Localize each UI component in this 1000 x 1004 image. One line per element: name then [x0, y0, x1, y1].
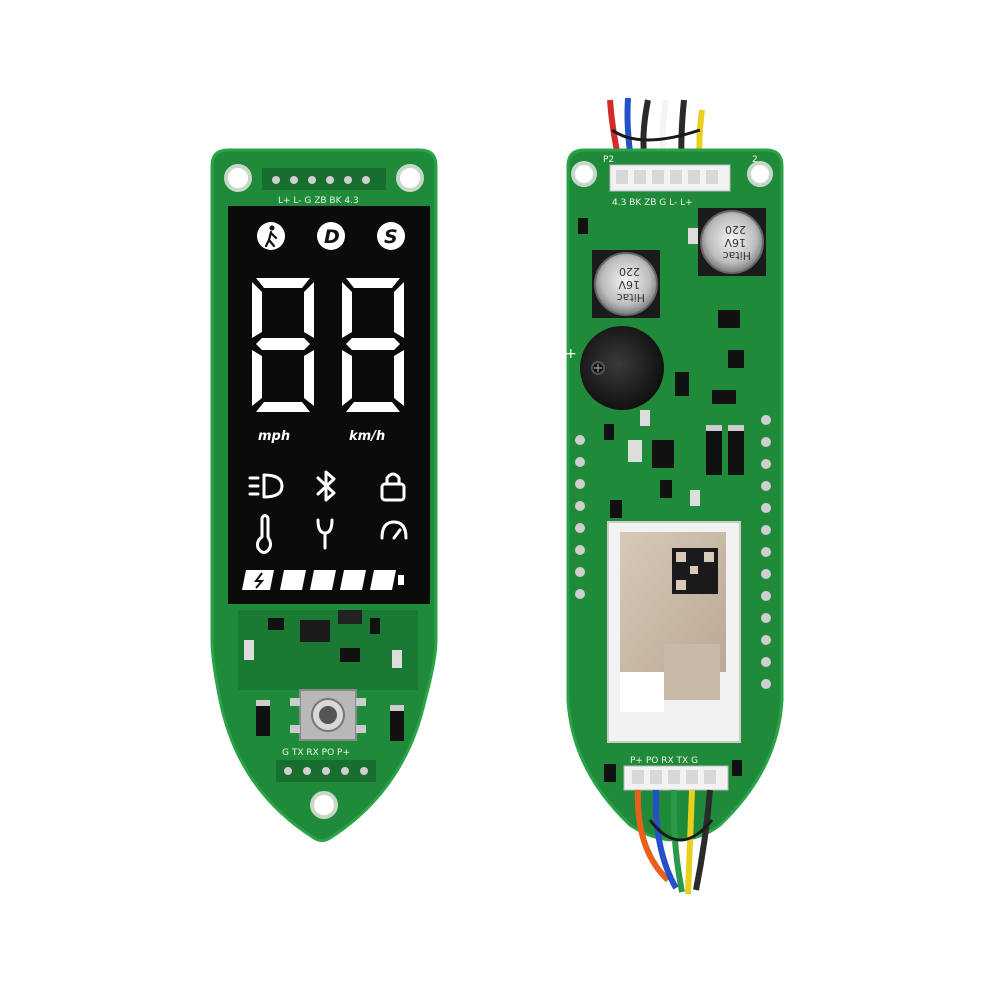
- capacitor-1: Hitac 16V 220: [592, 250, 660, 318]
- cap2-line3: 220: [725, 223, 746, 236]
- front-components: [238, 610, 418, 741]
- front-bottom-header: G TX RX PO P+: [276, 748, 376, 782]
- mount-hole: [747, 161, 773, 187]
- bluetooth-icon: [316, 470, 336, 502]
- buzzer-plus-label: +: [565, 346, 577, 362]
- cap1-line1: Hitac: [617, 291, 645, 304]
- cap1-line2: 16V: [618, 278, 640, 291]
- back-bottom-header-label: P+ PO RX TX G: [630, 756, 698, 766]
- mode-d-label: D: [324, 226, 340, 248]
- mount-hole: [224, 164, 252, 192]
- thermometer-icon: [256, 514, 272, 554]
- battery-bar: [242, 570, 404, 590]
- bottom-wires: [634, 789, 714, 895]
- mode-s-label: S: [384, 226, 398, 248]
- front-board: L+ L- G ZB BK 4.3 D S: [210, 148, 438, 842]
- headlight-icon: [248, 473, 284, 499]
- back-top-connector: P2 2 4.3 BK ZB G L- L+: [603, 155, 758, 208]
- speed-digits: mph km/h: [252, 278, 404, 444]
- front-top-header: L+ L- G ZB BK 4.3: [262, 168, 386, 206]
- mode-icons: D S: [257, 222, 405, 250]
- cap1-line3: 220: [619, 265, 640, 278]
- unit-kmh-label: km/h: [349, 429, 385, 444]
- mount-hole: [396, 164, 424, 192]
- wrench-icon: [316, 518, 334, 550]
- back-bottom-connector: P+ PO RX TX G: [604, 756, 742, 791]
- back-components: [575, 218, 771, 689]
- wireless-module: [607, 521, 741, 743]
- back-top-prefix: P2: [603, 155, 614, 165]
- back-top-header-label: 4.3 BK ZB G L- L+: [612, 198, 693, 208]
- speed-digit-2: [342, 278, 404, 412]
- mount-hole: [310, 791, 338, 819]
- pedestrian-icon: [264, 225, 278, 248]
- front-top-header-label: L+ L- G ZB BK 4.3: [278, 196, 359, 206]
- buzzer: +: [565, 326, 664, 410]
- capacitor-2: Hitac 16V 220: [698, 208, 766, 276]
- unit-mph-label: mph: [258, 429, 290, 444]
- cap2-line1: Hitac: [723, 249, 751, 262]
- speed-digit-1: [252, 278, 314, 412]
- back-board: P2 2 4.3 BK ZB G L- L+ Hitac 16V 220 Hit…: [565, 97, 784, 895]
- front-bottom-header-label: G TX RX PO P+: [282, 748, 350, 758]
- cap2-line2: 16V: [724, 236, 746, 249]
- mount-hole: [571, 161, 597, 187]
- back-top-suffix: 2: [752, 155, 758, 165]
- speedometer-icon: [380, 520, 408, 540]
- lock-icon: [380, 472, 406, 502]
